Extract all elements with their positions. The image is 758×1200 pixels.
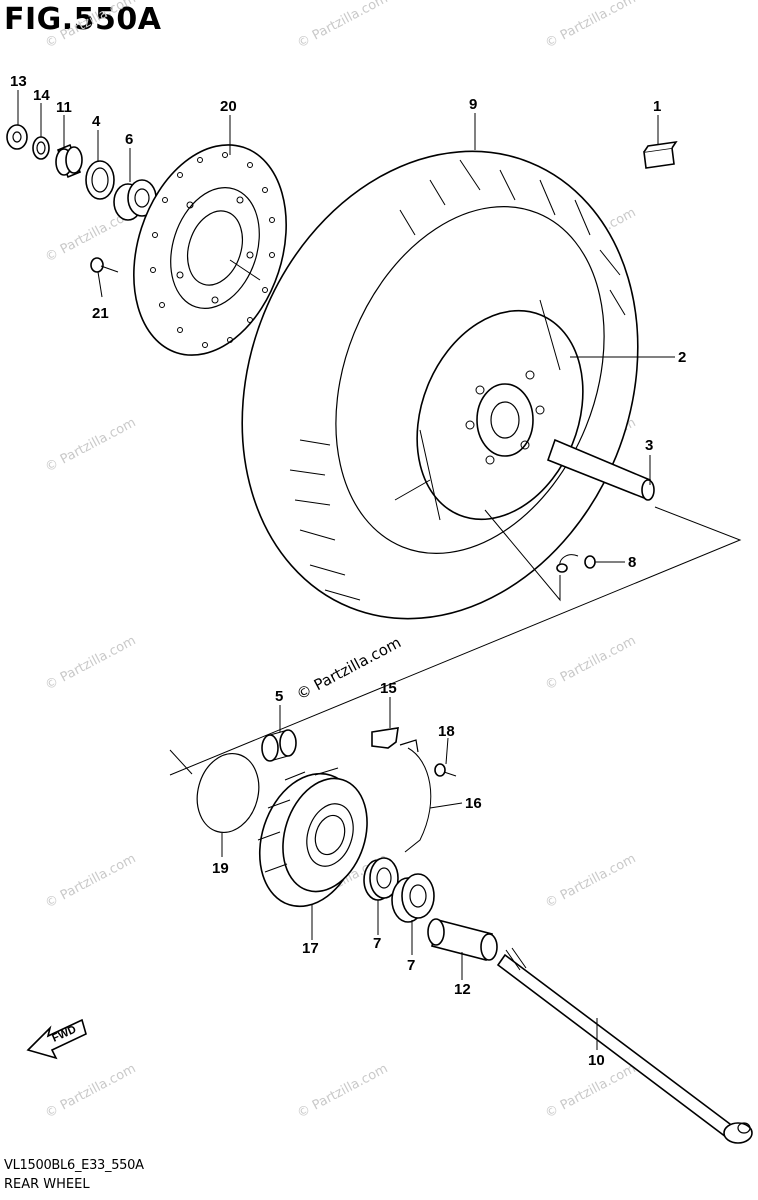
svg-text:© Partzilla.com: © Partzilla.com: [543, 851, 639, 911]
part-13-nut: [6, 124, 28, 150]
figure-name: REAR WHEEL: [4, 1177, 90, 1192]
figure-title: FIG.550A: [4, 2, 162, 37]
svg-text:© Partzilla.com: © Partzilla.com: [43, 1061, 139, 1121]
callout-14: 14: [33, 87, 50, 104]
part-12-spacer: [427, 918, 498, 961]
callout-15: 15: [380, 680, 397, 697]
callout-5: 5: [275, 688, 283, 705]
callout-6: 6: [125, 131, 133, 148]
figure-code: VL1500BL6_E33_550A: [4, 1158, 144, 1173]
callout-18: 18: [438, 723, 455, 740]
part-7-bearing-left: [363, 857, 399, 901]
part-19-o-ring: [196, 752, 260, 834]
callout-16: 16: [465, 795, 482, 812]
leader-lines: [17, 90, 675, 1050]
part-7-bearing-right: [391, 873, 435, 923]
callout-3: 3: [645, 437, 653, 454]
part-11-collar: [55, 143, 83, 179]
reference-line-upper: [169, 506, 742, 776]
part-2-wheel: [394, 299, 584, 521]
callout-21: 21: [92, 305, 109, 322]
part-3-spacer: [546, 438, 655, 501]
callout-4: 4: [92, 113, 101, 130]
callout-10: 10: [588, 1052, 605, 1069]
callout-12: 12: [454, 981, 471, 998]
part-18-bolt: [434, 763, 457, 777]
callout-7-left: 7: [373, 935, 381, 952]
callout-1: 1: [653, 98, 661, 115]
svg-text:© Partzilla.com: © Partzilla.com: [295, 0, 391, 52]
svg-text:© Partzilla.com: © Partzilla.com: [295, 1061, 391, 1121]
part-15-clip: [371, 727, 399, 749]
reference-line-lower: [169, 749, 193, 775]
part-20-brake-disc: [133, 144, 287, 356]
part-5-bearing: [261, 729, 297, 762]
svg-text:© Partzilla.com: © Partzilla.com: [43, 0, 139, 52]
callout-19: 19: [212, 860, 229, 877]
part-14-washer: [32, 136, 50, 160]
callout-20: 20: [220, 98, 237, 115]
callout-2: 2: [678, 349, 686, 366]
callout-17: 17: [302, 940, 319, 957]
fwd-arrow-icon: FWD: [26, 1018, 87, 1060]
callout-labels: 13 14 11 4 6 20 9 1 21 2 3 8 5 15 18 16 …: [10, 73, 686, 1069]
part-4-oil-seal: [85, 160, 115, 200]
part-17-hub: [257, 767, 368, 908]
callout-7-right: 7: [407, 957, 415, 974]
callout-13: 13: [10, 73, 27, 90]
callout-8: 8: [628, 554, 636, 571]
svg-text:© Partzilla.com: © Partzilla.com: [43, 633, 139, 693]
svg-text:© Partzilla.com: © Partzilla.com: [543, 1061, 639, 1121]
svg-text:© Partzilla.com: © Partzilla.com: [43, 851, 139, 911]
svg-text:© Partzilla.com: © Partzilla.com: [43, 415, 139, 475]
callout-11: 11: [56, 99, 72, 116]
part-10-axle: [496, 947, 753, 1144]
svg-text:© Partzilla.com: © Partzilla.com: [543, 633, 639, 693]
callout-9: 9: [469, 96, 477, 113]
part-1-balancer: [643, 140, 678, 169]
svg-text:© Partzilla.com: © Partzilla.com: [543, 0, 639, 52]
part-8-valve: [556, 554, 596, 573]
part-16-rotor-bracket: [399, 739, 432, 853]
part-21-bolt: [90, 257, 119, 273]
